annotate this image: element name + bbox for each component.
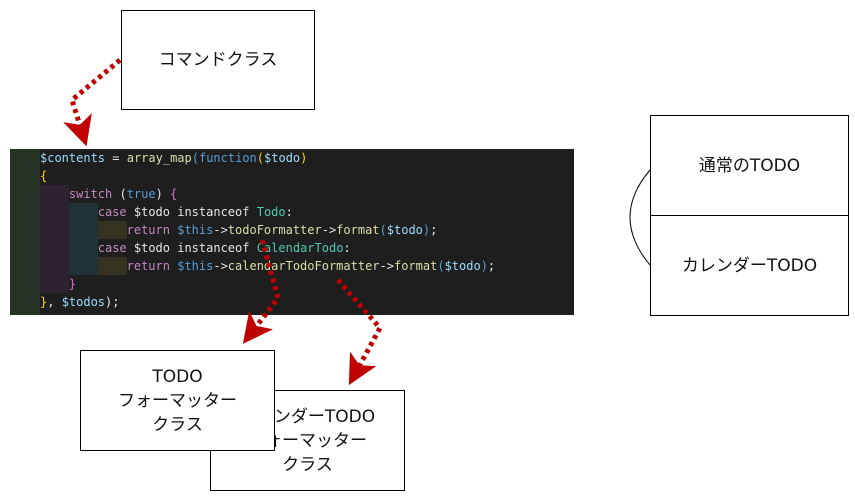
indent-guide <box>68 257 98 275</box>
code-token: array_map <box>126 151 192 165</box>
code-token: $this <box>177 223 214 237</box>
code-token: $this <box>177 259 214 273</box>
code-line: switch (true) { <box>69 185 177 203</box>
code-line: $contents = array_map(function($todo) <box>40 149 307 167</box>
code-token: $contents <box>40 151 106 165</box>
code-token: -> <box>213 259 228 273</box>
code-token: return <box>126 223 170 237</box>
code-token: format <box>393 259 438 273</box>
code-token: $todo <box>444 259 481 273</box>
code-snippet: $contents = array_map(function($todo){sw… <box>10 149 574 315</box>
code-line: return $this->calendarTodoFormatter->for… <box>127 257 496 275</box>
normal-todo-box: 通常のTODO <box>650 115 849 216</box>
code-token: , <box>47 295 62 309</box>
code-token: format <box>336 223 380 237</box>
command-class-box: コマンドクラス <box>121 10 315 110</box>
code-token: -> <box>321 223 337 237</box>
code-token: ) <box>480 259 488 273</box>
code-token: $todo <box>126 241 178 255</box>
code-token: ( <box>437 259 445 273</box>
code-token: todoFormatter <box>227 223 322 237</box>
code-token: ) <box>300 151 308 165</box>
code-line: } <box>69 275 76 293</box>
code-token: $todo <box>386 223 423 237</box>
code-token: $todo <box>264 151 301 165</box>
code-token: return <box>126 259 170 273</box>
code-token: ( <box>112 187 127 201</box>
code-line: return $this->todoFormatter->format($tod… <box>127 221 438 239</box>
code-token: { <box>170 187 178 201</box>
code-token: -> <box>213 223 228 237</box>
code-token: : <box>343 241 351 255</box>
code-line: case $todo instanceof CalendarTodo: <box>98 239 351 257</box>
code-token: ) <box>155 187 171 201</box>
code-token: ); <box>105 295 120 309</box>
todo-formatter-label: TODO フォーマッター クラス <box>118 366 237 435</box>
code-line: case $todo instanceof Todo: <box>98 203 293 221</box>
code-token: } <box>40 295 48 309</box>
command-class-label: コマンドクラス <box>158 50 278 70</box>
code-token: instanceof <box>177 241 257 255</box>
indent-guide <box>40 221 69 239</box>
code-token: true <box>126 187 156 201</box>
code-token: ( <box>256 151 265 165</box>
indent-guide <box>68 221 98 239</box>
code-token: } <box>68 277 77 291</box>
calendar-todo-label: カレンダーTODO <box>681 255 818 276</box>
arrow-code-to-calendar-formatter <box>336 278 384 386</box>
indent-guide <box>40 185 69 203</box>
code-token: ) <box>422 223 431 237</box>
indent-guide <box>40 203 69 221</box>
indent-guide <box>68 239 98 257</box>
code-token: ; <box>487 259 496 273</box>
arrow-code-to-todo-formatter <box>242 239 281 344</box>
normal-todo-label: 通常のTODO <box>698 155 801 176</box>
indent-guide <box>97 221 127 239</box>
code-token: switch <box>68 187 113 201</box>
code-token: $todo <box>126 205 178 219</box>
indent-guide <box>40 239 69 257</box>
code-token: function <box>198 151 257 165</box>
code-line: { <box>40 167 47 185</box>
indent-guide <box>68 203 98 221</box>
code-token: case <box>97 205 127 219</box>
code-token: case <box>97 241 127 255</box>
code-token: ( <box>379 223 387 237</box>
indent-guide <box>97 257 127 275</box>
code-token: calendarTodoFormatter <box>227 259 380 273</box>
code-token: { <box>40 169 48 183</box>
code-token: ; <box>430 223 438 237</box>
code-token: CalendarTodo <box>256 241 344 255</box>
calendar-todo-box: カレンダーTODO <box>650 215 849 316</box>
code-gutter <box>10 149 40 315</box>
indent-guide <box>40 257 69 275</box>
code-line: }, $todos); <box>40 293 120 311</box>
code-token: Todo <box>256 205 286 219</box>
code-token: ( <box>191 151 199 165</box>
code-token: -> <box>379 259 394 273</box>
indent-guide <box>40 275 69 293</box>
code-token: : <box>285 205 293 219</box>
code-token: = <box>105 151 127 165</box>
code-token: instanceof <box>177 205 257 219</box>
todo-formatter-box: TODO フォーマッター クラス <box>80 350 275 451</box>
todo-types-brace <box>629 169 651 266</box>
code-token: $todos <box>61 295 106 309</box>
arrow-command-to-code <box>63 58 122 147</box>
